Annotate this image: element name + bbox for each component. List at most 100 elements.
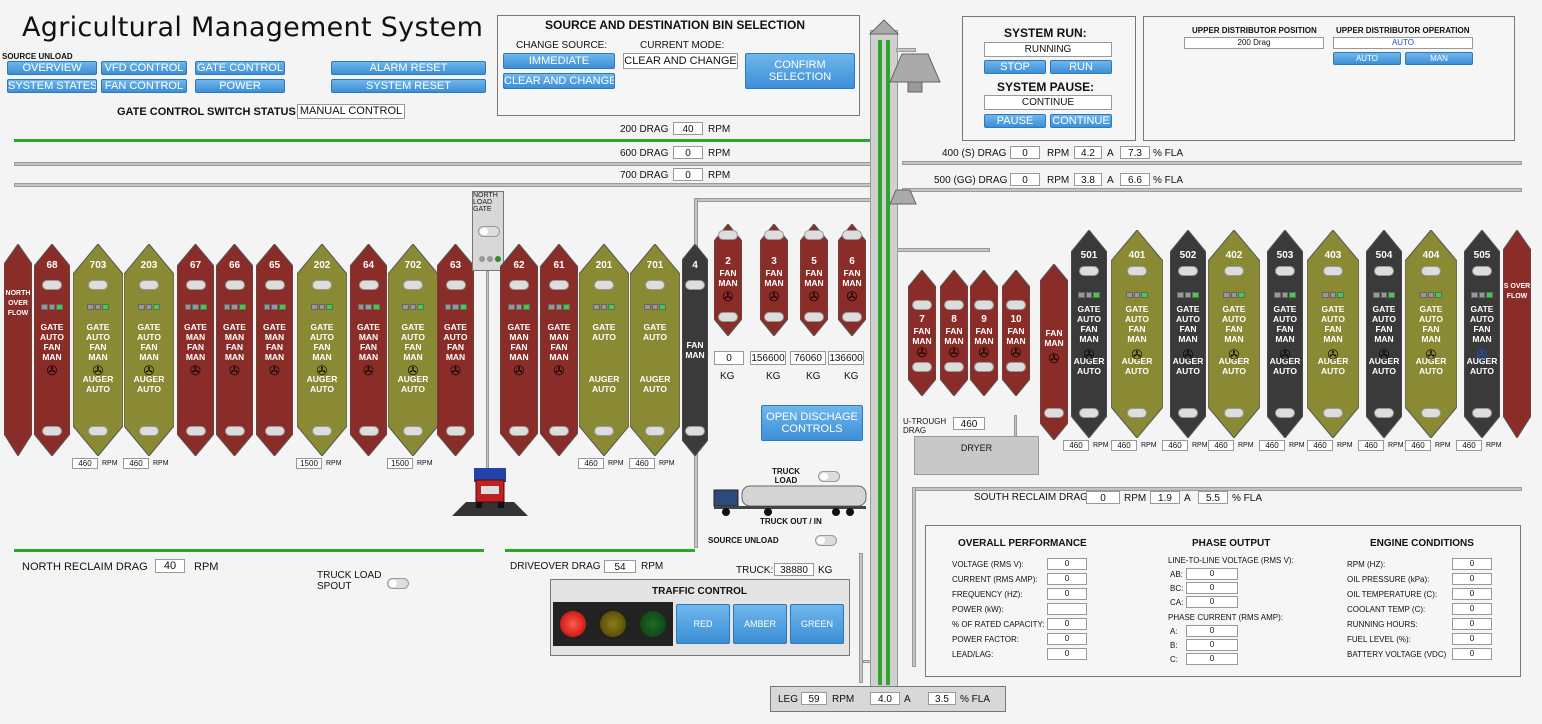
bin-bottom-switch[interactable] [1472, 408, 1492, 418]
bin-top-switch[interactable] [549, 280, 569, 290]
bin-status-text: MAN [1323, 334, 1343, 344]
clear-and-change-button[interactable]: CLEAR AND CHANGE [503, 73, 615, 89]
bin-bottom-switch[interactable] [358, 426, 379, 436]
bin-top-switch[interactable] [1421, 266, 1441, 276]
tank-bottom-switch[interactable] [718, 312, 738, 322]
tank-bottom-switch[interactable] [804, 312, 824, 322]
bin-top-switch[interactable] [358, 280, 379, 290]
tank-bottom-switch[interactable] [842, 312, 862, 322]
bin-status-text: AUTO [86, 384, 110, 394]
bin-bottom-switch[interactable] [645, 426, 665, 436]
bin-bottom-switch[interactable] [1224, 408, 1244, 418]
overview-button[interactable]: OVERVIEW [7, 61, 97, 75]
system-reset-button[interactable]: SYSTEM RESET [331, 79, 486, 93]
bin-bottom-switch[interactable] [88, 426, 108, 436]
bin-top-switch[interactable] [224, 280, 245, 290]
bin-top-switch[interactable] [1224, 266, 1244, 276]
immediate-button[interactable]: IMMEDIATE [503, 53, 615, 69]
bin-top-switch[interactable] [185, 280, 206, 290]
bin-bottom-switch[interactable] [403, 426, 423, 436]
bin-top-switch[interactable] [88, 280, 108, 290]
open-discharge-button[interactable]: OPEN DISCHAGE CONTROLS [761, 405, 863, 441]
auger-rpm-unit: RPM [1337, 442, 1353, 449]
pause-button[interactable]: PAUSE [984, 114, 1046, 128]
fan-icon: ✇ [1010, 345, 1022, 360]
drag-600-pipe [14, 162, 876, 166]
bin-bottom-switch[interactable] [224, 426, 245, 436]
bin-bottom-switch[interactable] [1275, 408, 1295, 418]
bin-bottom-switch[interactable] [445, 426, 466, 436]
bin-top-switch[interactable] [1178, 266, 1198, 276]
bin-bottom-switch[interactable] [264, 426, 285, 436]
truck-load-spout-toggle-bottom[interactable] [387, 578, 409, 589]
bin-bottom-switch[interactable] [185, 426, 206, 436]
bin-status-text: GATE [401, 322, 425, 332]
bin-top-switch[interactable] [1127, 266, 1147, 276]
bin-top-switch[interactable] [974, 300, 994, 310]
alarm-reset-button[interactable]: ALARM RESET [331, 61, 486, 75]
bin-bottom-switch[interactable] [594, 426, 614, 436]
bin-bottom-switch[interactable] [1421, 408, 1441, 418]
green-button[interactable]: GREEN [790, 604, 844, 644]
stop-button[interactable]: STOP [984, 60, 1046, 74]
bin-bottom-switch[interactable] [685, 426, 705, 436]
bin-shape [73, 244, 123, 456]
run-button[interactable]: RUN [1050, 60, 1112, 74]
bin-bottom-switch[interactable] [974, 362, 994, 372]
bin-top-switch[interactable] [1006, 300, 1026, 310]
bin-top-switch[interactable] [42, 280, 62, 290]
bin-bottom-switch[interactable] [912, 362, 932, 372]
truck-load-spout-toggle-top[interactable] [818, 471, 840, 482]
tank-top-switch[interactable] [764, 230, 784, 240]
bin-bottom-switch[interactable] [944, 362, 964, 372]
north-load-gate[interactable]: NORTH LOAD GATE [472, 191, 504, 271]
fan-icon: ✇ [1228, 347, 1240, 362]
south-reclaim-fla-unit: % FLA [1232, 493, 1263, 504]
bin-top-switch[interactable] [445, 280, 466, 290]
bin-bottom-switch[interactable] [549, 426, 569, 436]
bin-top-switch[interactable] [1275, 266, 1295, 276]
bin-bottom-switch[interactable] [139, 426, 159, 436]
tank-bottom-switch[interactable] [764, 312, 784, 322]
source-unload-toggle[interactable] [815, 535, 837, 546]
gate-control-button[interactable]: GATE CONTROL [195, 61, 285, 75]
bin-bottom-switch[interactable] [1127, 408, 1147, 418]
bin-bottom-switch[interactable] [509, 426, 529, 436]
bin-top-switch[interactable] [912, 300, 932, 310]
bin-top-switch[interactable] [1472, 266, 1492, 276]
power-button[interactable]: POWER [195, 79, 285, 93]
bin-bottom-switch[interactable] [1374, 408, 1394, 418]
bin-top-switch[interactable] [509, 280, 529, 290]
bin-top-switch[interactable] [403, 280, 423, 290]
tank-top-switch[interactable] [718, 230, 738, 240]
bin-top-switch[interactable] [594, 280, 614, 290]
bin-top-switch[interactable] [264, 280, 285, 290]
upper-dist-auto-button[interactable]: AUTO [1333, 52, 1401, 65]
bin-bottom-switch[interactable] [1006, 362, 1026, 372]
continue-button[interactable]: CONTINUE [1050, 114, 1112, 128]
fan-control-button[interactable]: FAN CONTROL [101, 79, 187, 93]
upper-dist-man-button[interactable]: MAN [1405, 52, 1473, 65]
bin-top-switch[interactable] [1079, 266, 1099, 276]
bin-bottom-switch[interactable] [312, 426, 332, 436]
bin-top-switch[interactable] [312, 280, 332, 290]
bin-bottom-switch[interactable] [1178, 408, 1198, 418]
bin-bottom-switch[interactable] [42, 426, 62, 436]
bin-top-switch[interactable] [685, 280, 705, 290]
system-states-button[interactable]: SYSTEM STATES [7, 79, 97, 93]
bin-top-switch[interactable] [645, 280, 665, 290]
bin-top-switch[interactable] [139, 280, 159, 290]
bin-top-switch[interactable] [1323, 266, 1343, 276]
tank-top-switch[interactable] [842, 230, 862, 240]
bin-bottom-switch[interactable] [1323, 408, 1343, 418]
tank-top-switch[interactable] [804, 230, 824, 240]
bin-bottom-switch[interactable] [1079, 408, 1099, 418]
north-load-gate-toggle[interactable] [478, 226, 500, 237]
confirm-selection-button[interactable]: CONFIRM SELECTION [745, 53, 855, 89]
amber-button[interactable]: AMBER [733, 604, 787, 644]
vfd-control-button[interactable]: VFD CONTROL [101, 61, 187, 75]
bin-top-switch[interactable] [1374, 266, 1394, 276]
bin-top-switch[interactable] [944, 300, 964, 310]
red-button[interactable]: RED [676, 604, 730, 644]
bin-bottom-switch[interactable] [1044, 408, 1064, 418]
